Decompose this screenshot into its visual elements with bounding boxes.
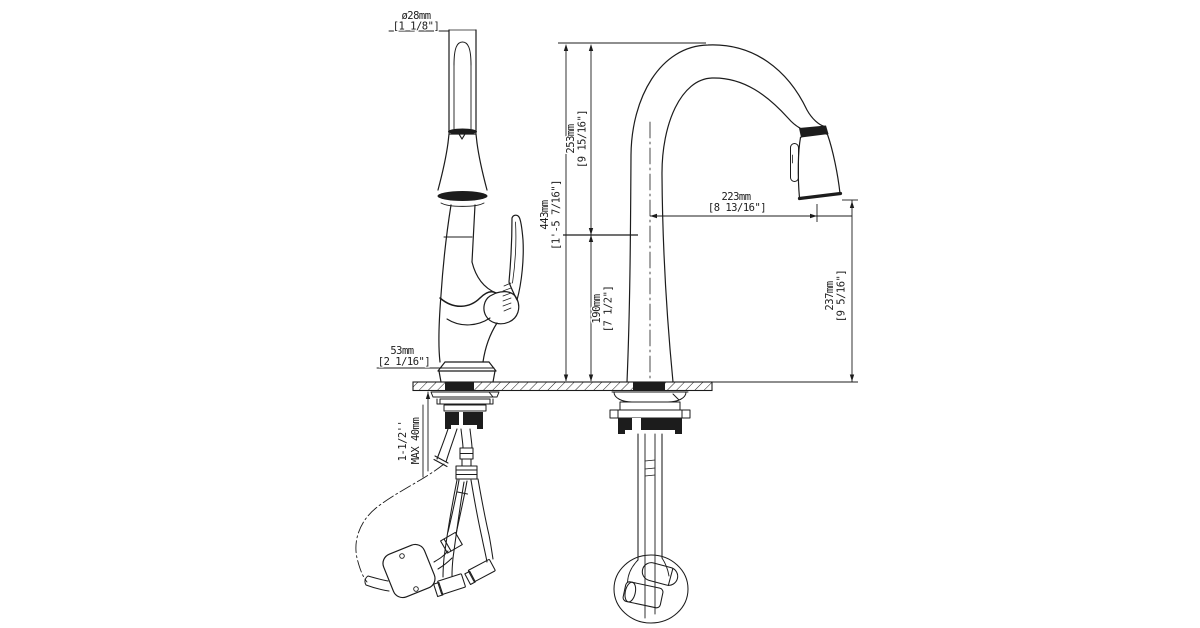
label-max-deck-metric: MAX 40mm	[410, 418, 422, 465]
label-spout-diameter-imperial: [1 1/8"]	[393, 21, 440, 33]
label-lower-height-imperial: [7 1/2"]	[603, 286, 615, 333]
label-total-height-imperial: [1'-5 7/16"]	[551, 180, 563, 250]
label-spout-diameter-metric: ø28mm	[401, 10, 430, 22]
faucet-body-side	[438, 204, 498, 363]
faucet-base-side	[437, 361, 497, 383]
label-outlet-height-metric: 237mm	[824, 281, 836, 310]
wand-trim-band	[448, 128, 477, 135]
sprayer-flare	[437, 142, 488, 191]
hose-weight	[364, 543, 436, 599]
label-upper-height-metric: 253mm	[565, 124, 577, 153]
hose-loop-centerline	[355, 463, 445, 583]
label-lower-height-metric: 190mm	[591, 294, 603, 323]
mounting-hardware-left	[430, 391, 500, 429]
front-view	[609, 44, 843, 624]
countertop-deck-section	[412, 381, 713, 392]
label-outlet-height-imperial: [9 5/16"]	[836, 270, 848, 322]
handle-hub	[483, 291, 520, 325]
spray-wand	[437, 29, 488, 207]
dim-max-deck-thickness	[422, 391, 431, 478]
pulldown-hose	[355, 428, 458, 583]
sprayer-outlet-ring	[437, 191, 488, 201]
hose-end-stub	[364, 575, 390, 592]
label-base-height-metric: 53mm	[390, 345, 413, 357]
hub-knurl	[502, 282, 512, 312]
handle-lever	[483, 214, 524, 325]
deck-cutout-right	[633, 381, 665, 391]
supply-leg-left	[442, 479, 465, 578]
side-view	[355, 29, 524, 599]
pulldown-hose-drop	[613, 433, 689, 624]
supply-leg-right	[470, 478, 494, 563]
spray-head-button	[790, 143, 799, 182]
dimension-labels: ø28mm [1 1/8"] 443mm [1'-5 7/16"] 253mm …	[377, 9, 849, 466]
label-max-deck-imperial: 1-1/2''	[397, 421, 409, 462]
label-spout-reach-metric: 223mm	[721, 191, 750, 203]
label-spout-reach-imperial: [8 13/16"]	[708, 202, 766, 214]
body-sweep-curve	[439, 290, 497, 307]
label-base-height-imperial: [2 1/16"]	[378, 356, 430, 368]
label-total-height-metric: 443mm	[539, 200, 551, 229]
hose-loop	[613, 554, 689, 624]
deck-cutout-left	[445, 381, 474, 391]
dimension-lines	[558, 42, 858, 383]
spray-head-outlet	[797, 191, 843, 201]
label-upper-height-imperial: [9 15/16"]	[577, 110, 589, 168]
spray-head-front	[790, 125, 843, 201]
mounting-hardware-right	[609, 391, 691, 434]
supply-hoses	[433, 428, 496, 598]
dimension-arrowheads	[563, 44, 855, 382]
gooseneck-spout	[626, 44, 826, 383]
